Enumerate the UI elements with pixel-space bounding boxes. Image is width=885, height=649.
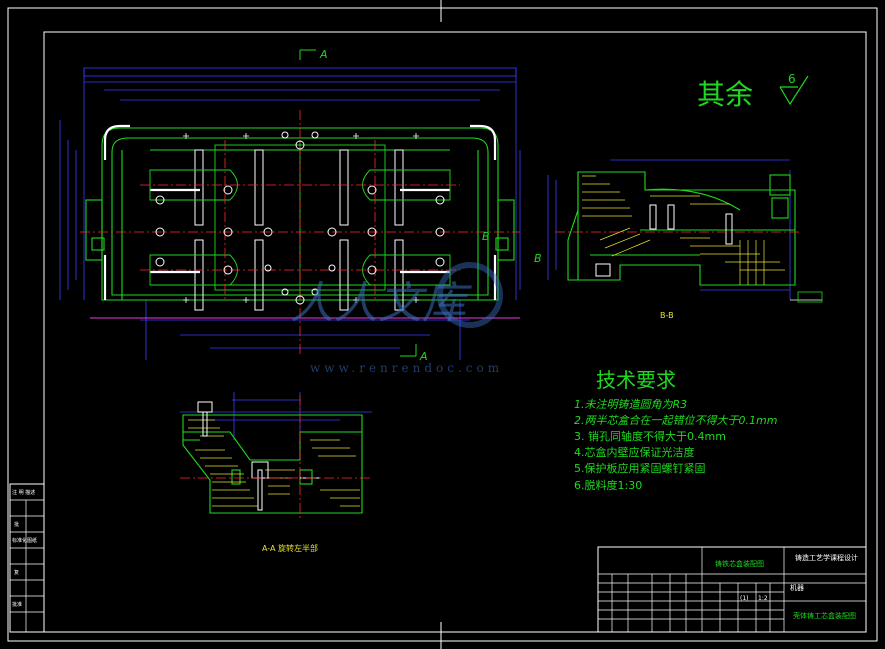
revision-label-5: 批准 <box>12 601 22 608</box>
plan-handles <box>103 124 497 300</box>
tech-requirements: 技术要求 1.未注明铸造圆角为R3 2.两半芯盒合在一起错位不得大于0.1mm … <box>574 368 777 492</box>
plan-view: A A B B <box>59 48 542 363</box>
title-block: 铸铁芯盒装配图 铸造工艺学课程设计 机器 壳体铸工芯盒装配图 1:2 (1) <box>597 546 867 633</box>
roughness-symbol-icon <box>779 75 809 106</box>
aa-bolts <box>197 401 320 511</box>
section-bb-title: B-B <box>660 311 674 320</box>
bb-outline <box>567 171 796 286</box>
inner-frame <box>43 31 867 633</box>
tech-req-item-3: 3. 销孔同轴度不得大于0.4mm <box>574 429 726 443</box>
plan-bolt-holes <box>155 131 445 305</box>
aa-hatching <box>188 419 360 507</box>
title-school: 铸造工艺学课程设计 <box>795 553 858 562</box>
section-b-label-left: B <box>482 230 490 243</box>
plan-ribs <box>194 149 404 311</box>
title-part-name: 铸铁芯盒装配图 <box>715 559 764 568</box>
section-a-cutline <box>299 49 417 357</box>
title-drawing-name: 壳体铸工芯盒装配图 <box>793 611 856 620</box>
plan-crosses <box>183 133 419 303</box>
tech-req-title: 技术要求 <box>596 368 676 392</box>
title-sheet: (1) <box>740 595 749 602</box>
tech-req-item-4: 4.芯盒内壁应保证光洁度 <box>574 445 695 459</box>
section-aa-view: A-A 旋转左半部 <box>180 392 372 553</box>
revision-label-3: 标准化图纸 <box>12 537 37 544</box>
aa-dimensions <box>180 392 372 440</box>
aa-outline <box>182 414 363 514</box>
watermark: 人人文库 www.renrendoc.com <box>290 262 503 375</box>
section-aa-title: A-A 旋转左半部 <box>262 543 318 553</box>
revision-label-4: 复 <box>14 569 19 576</box>
section-bb-view: B-B <box>547 159 823 320</box>
roughness-value: 6 <box>788 72 796 86</box>
tech-req-item-6: 6.脱料度1:30 <box>574 478 642 492</box>
revision-label-1: 注 明 描述 <box>12 489 35 496</box>
tech-req-item-1: 1.未注明铸造圆角为R3 <box>574 398 687 411</box>
roughness-note: 其余 6 <box>697 72 809 111</box>
plan-dimensions <box>59 67 521 360</box>
section-a-label-top: A <box>319 48 328 61</box>
bb-bolts <box>595 204 733 277</box>
revision-block: 注 明 描述 批 标准化图纸 复 批准 <box>9 483 45 633</box>
tech-req-item-5: 5.保护板应用紧固螺钉紧固 <box>574 461 706 475</box>
bb-ref-box <box>797 291 823 303</box>
watermark-logo: 人人文库 <box>290 278 473 329</box>
outer-border <box>7 7 878 642</box>
roughness-label: 其余 <box>697 78 753 111</box>
tech-req-item-2: 2.两半芯盒合在一起错位不得大于0.1mm <box>574 414 777 427</box>
section-a-label-bottom: A <box>419 350 428 363</box>
revision-label-2: 批 <box>14 521 19 528</box>
bb-hatching <box>582 175 785 285</box>
section-b-label-right: B <box>534 252 542 265</box>
watermark-logo-icon <box>437 262 503 328</box>
title-scale: 1:2 <box>758 595 768 602</box>
watermark-url: www.renrendoc.com <box>310 361 503 375</box>
title-class: 机器 <box>790 583 804 592</box>
